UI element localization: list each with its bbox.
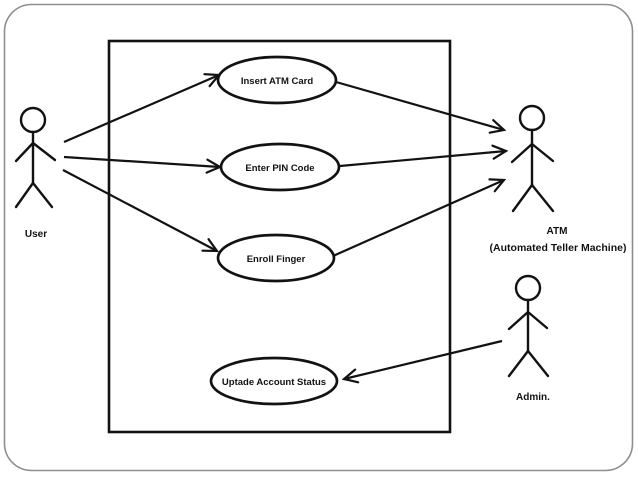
- uptade-account-status-ellipse: [209, 356, 339, 406]
- enroll-finger-ellipse: [216, 233, 336, 283]
- uptade-account-status-label: Uptade Account Status: [222, 377, 326, 388]
- actor-admin: Admin.: [507, 274, 550, 403]
- insert-atm-card-label: Insert ATM Card: [241, 76, 314, 87]
- edge-user-to-enroll-finger: [62, 169, 217, 251]
- edge-user-to-enter-pin-code: [63, 155, 220, 167]
- atm-actor-label: ATM: [547, 226, 568, 237]
- enter-pin-code-ellipse: [219, 142, 341, 192]
- edge-insert-atm-card-to-atm: [335, 80, 504, 130]
- slide-border: [3, 3, 634, 472]
- use-case-insert-atm-card: Insert ATM Card: [216, 55, 338, 105]
- edge-user-to-insert-atm-card: [63, 75, 219, 144]
- user-stick-figure-icon: [14, 106, 57, 209]
- edge-admin-to-uptade-account-status: [344, 339, 503, 379]
- edge-enroll-finger-to-atm: [332, 180, 504, 258]
- use-case-enter-pin-code: Enter PIN Code: [219, 142, 341, 192]
- use-case-uptade-account-status: Uptade Account Status: [209, 356, 339, 406]
- enter-pin-code-label: Enter PIN Code: [245, 163, 314, 174]
- actor-user: User: [14, 106, 57, 240]
- atm-stick-figure-icon: [510, 104, 555, 213]
- enroll-finger-label: Enroll Finger: [247, 254, 306, 265]
- edge-enter-pin-code-to-atm: [339, 151, 506, 168]
- user-actor-label: User: [25, 229, 47, 240]
- actor-atm: ATM (Automated Teller Machine): [490, 104, 627, 254]
- insert-atm-card-ellipse: [216, 55, 338, 105]
- system-boundary-box: [107, 39, 452, 434]
- atm-actor-sublabel: (Automated Teller Machine): [490, 242, 627, 254]
- admin-stick-figure-icon: [507, 274, 550, 378]
- use-case-enroll-finger: Enroll Finger: [216, 233, 336, 283]
- admin-actor-label: Admin.: [516, 392, 550, 403]
